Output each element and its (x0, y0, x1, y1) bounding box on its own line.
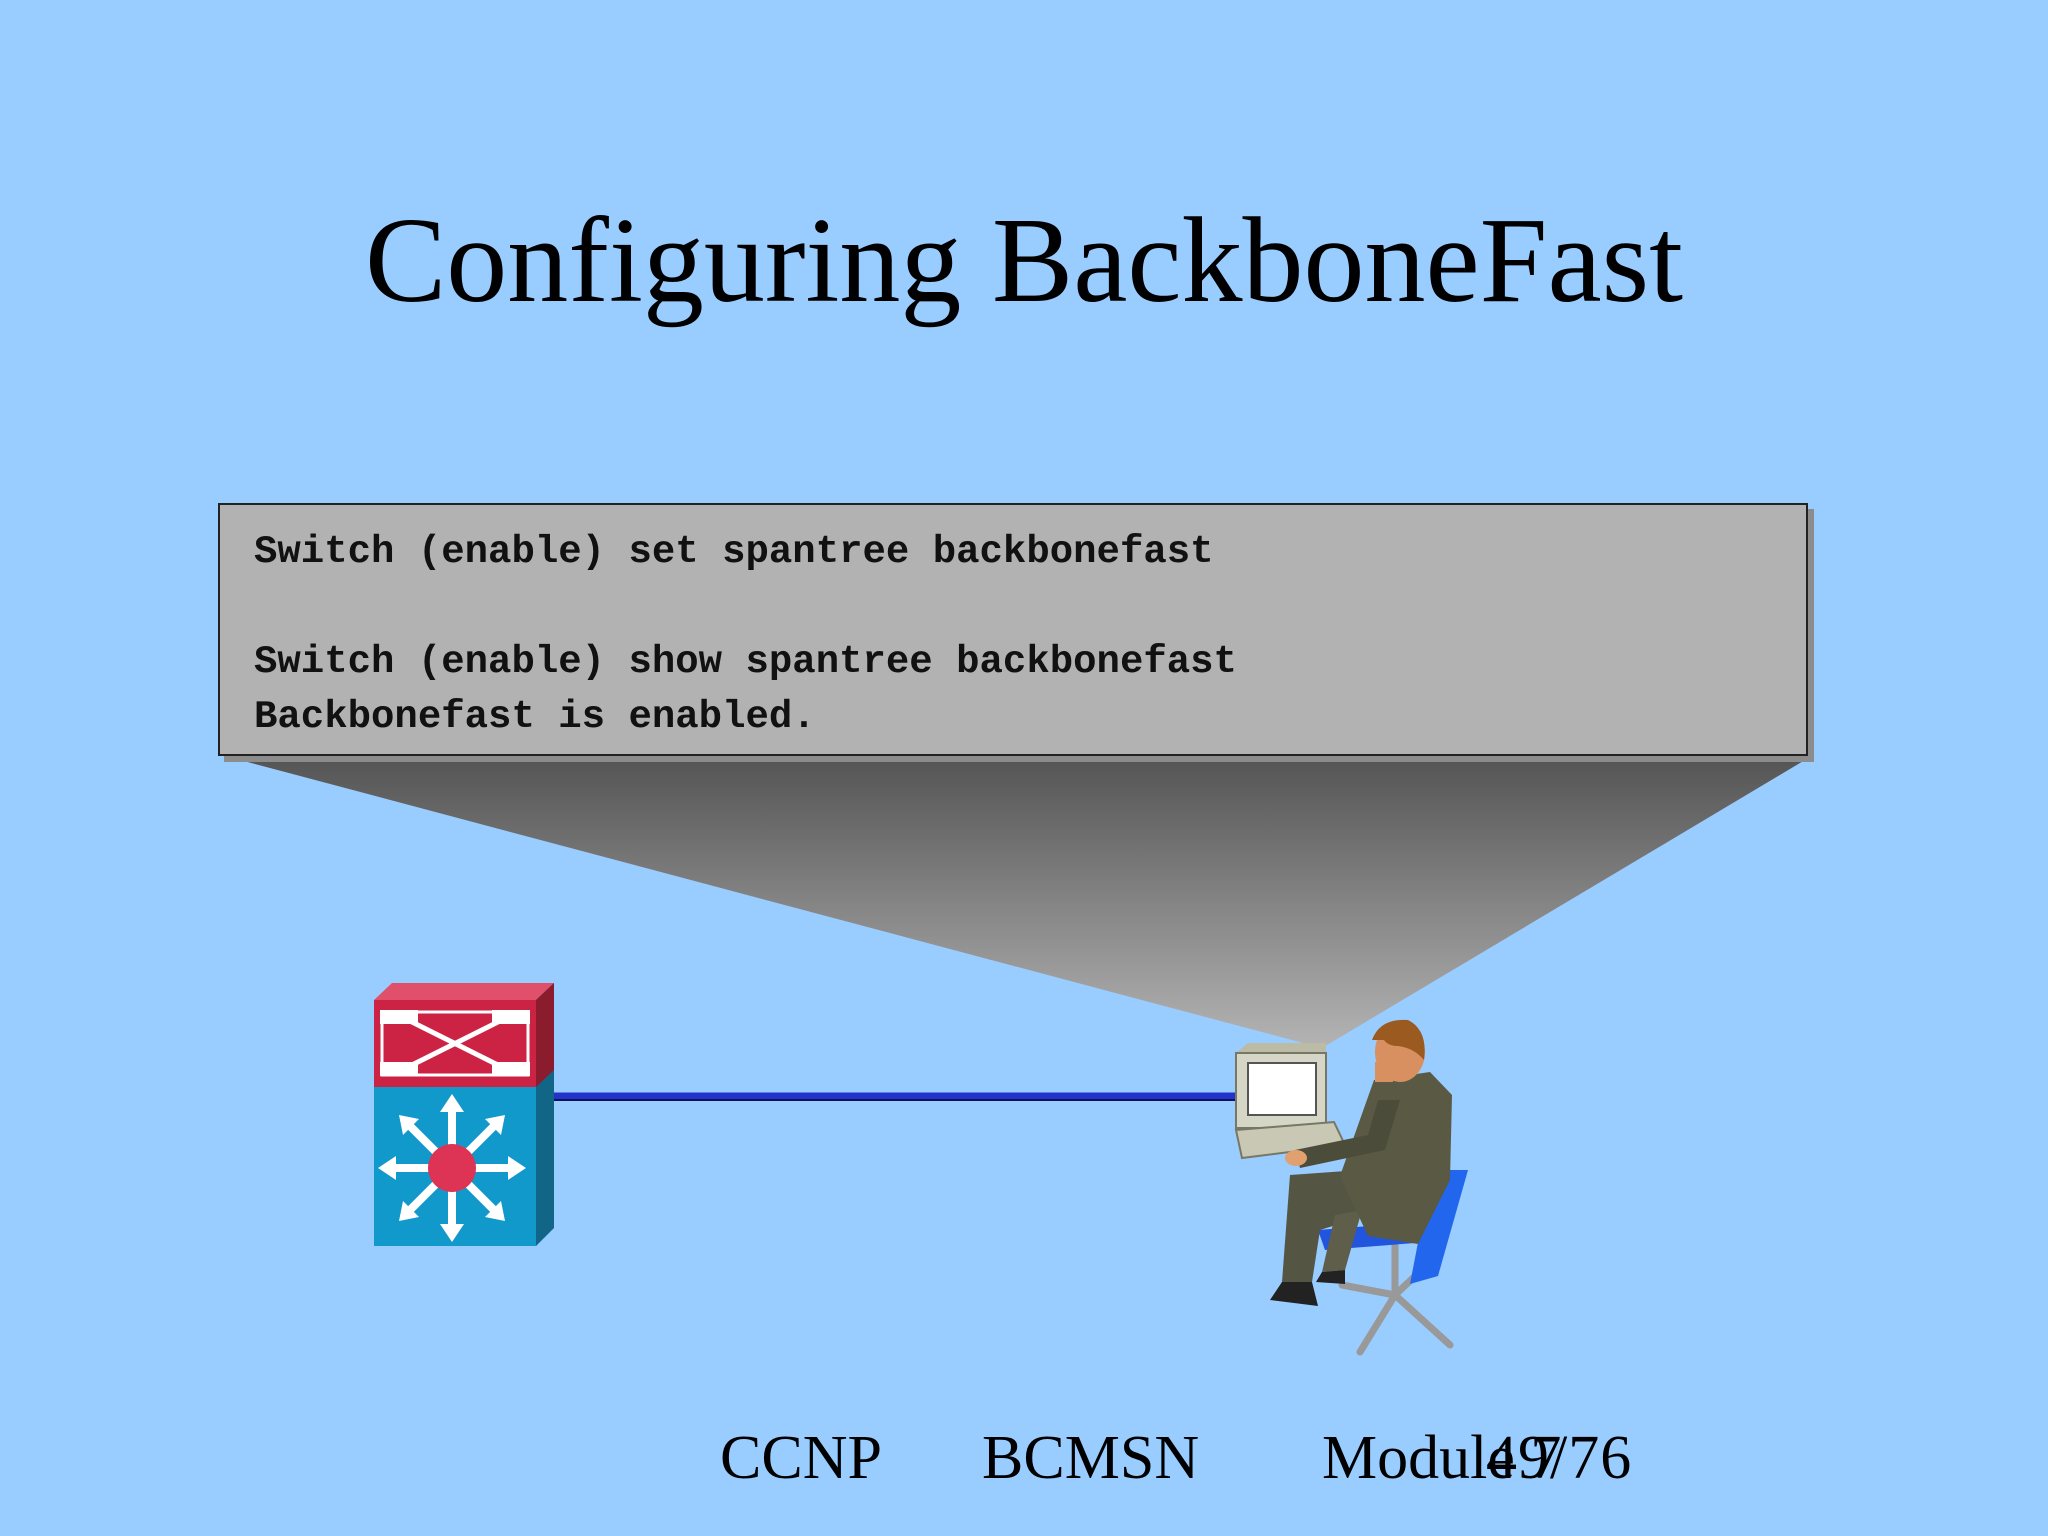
console-line-1: Switch (enable) set spantree backbonefas… (254, 530, 1214, 574)
network-admin-workstation-icon (1234, 1019, 1468, 1356)
zoom-beam (240, 760, 1805, 1048)
footer-subject: BCMSN (982, 1424, 1200, 1492)
footer-course: CCNP (720, 1424, 882, 1492)
slide-title: Configuring BackboneFast (364, 193, 1684, 328)
multilayer-switch-icon (374, 983, 554, 1246)
console-line-3: Switch (enable) show spantree backbonefa… (254, 640, 1237, 684)
console-line-4: Backbonefast is enabled. (254, 695, 816, 739)
footer-page-number: 49/76 (1486, 1424, 1633, 1492)
footer-module: Module 7 (1322, 1424, 1562, 1492)
network-link-line (552, 1092, 1238, 1101)
console-line-2 (254, 580, 1772, 635)
console-output-box: Switch (enable) set spantree backbonefas… (218, 503, 1808, 756)
